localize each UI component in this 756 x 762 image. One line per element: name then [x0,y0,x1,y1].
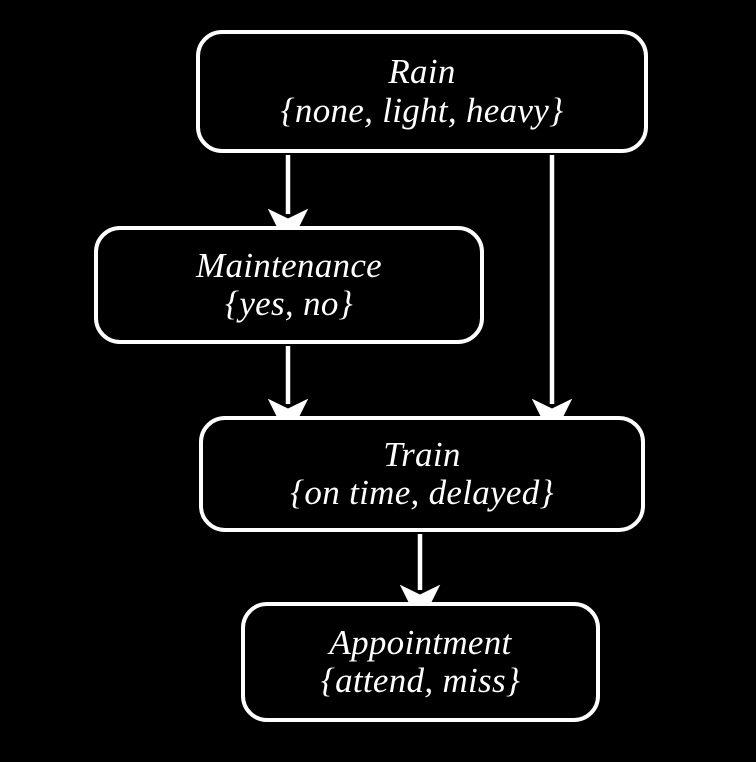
node-appointment: Appointment {attend, miss} [241,602,600,722]
node-train-states: {on time, delayed} [290,473,554,513]
node-maintenance-title: Maintenance [195,245,382,285]
node-train: Train {on time, delayed} [199,416,645,532]
node-rain-title: Rain [388,52,456,91]
node-appointment-states: {attend, miss} [320,661,521,701]
node-train-title: Train [383,434,461,474]
node-rain: Rain {none, light, heavy} [196,30,648,153]
node-appointment-title: Appointment [329,622,512,662]
node-maintenance-states: {yes, no} [225,284,353,324]
node-maintenance: Maintenance {yes, no} [94,226,484,344]
node-rain-states: {none, light, heavy} [280,90,564,130]
